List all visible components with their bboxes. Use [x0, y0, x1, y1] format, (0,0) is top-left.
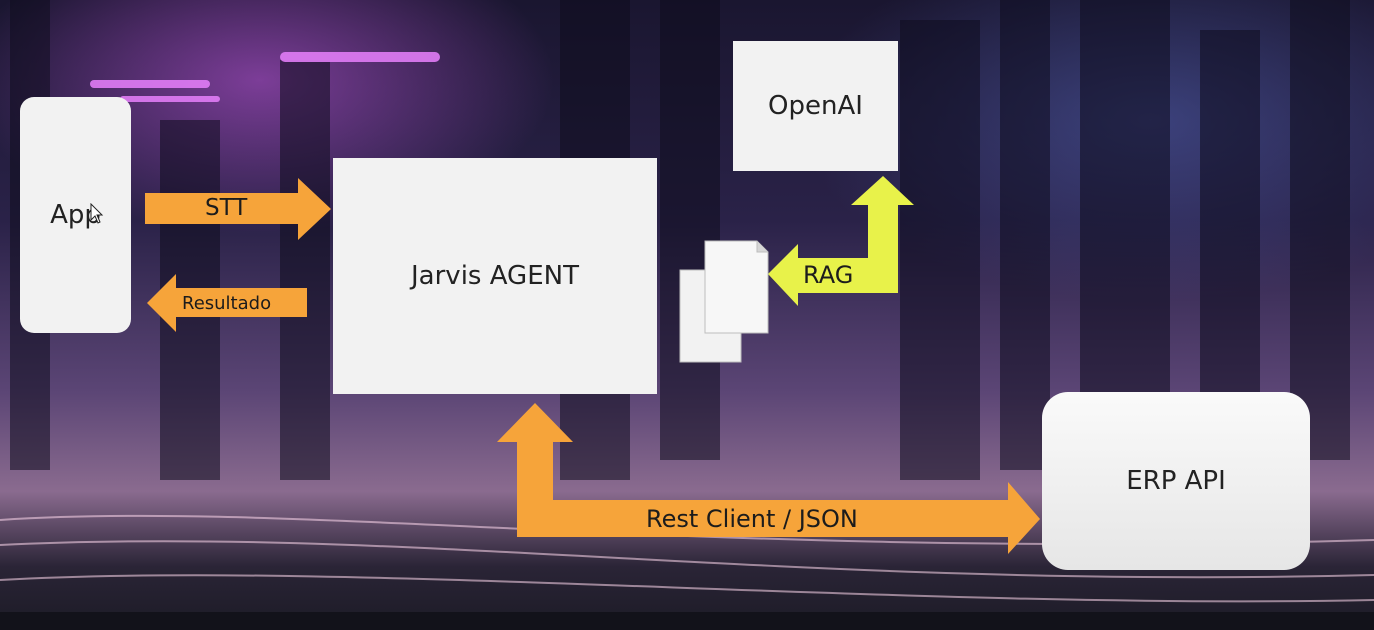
- erp-api-node: ERP API: [1042, 392, 1310, 570]
- erp-api-label: ERP API: [1126, 466, 1226, 496]
- rest-client-label: Rest Client / JSON: [646, 505, 858, 533]
- rest-client-arrow: [497, 403, 1040, 554]
- stt-arrow: [145, 178, 331, 240]
- jarvis-agent-node: Jarvis AGENT: [333, 158, 657, 394]
- resultado-label: Resultado: [182, 293, 272, 314]
- app-node: App: [20, 97, 131, 333]
- rag-label: RAG: [803, 261, 854, 289]
- stt-label: STT: [205, 195, 248, 221]
- jarvis-agent-label: Jarvis AGENT: [411, 261, 579, 291]
- mouse-cursor-icon: [90, 203, 104, 224]
- openai-label: OpenAI: [768, 91, 863, 121]
- resultado-arrow: [147, 274, 307, 332]
- openai-node: OpenAI: [733, 41, 898, 171]
- rag-arrow: [768, 176, 914, 306]
